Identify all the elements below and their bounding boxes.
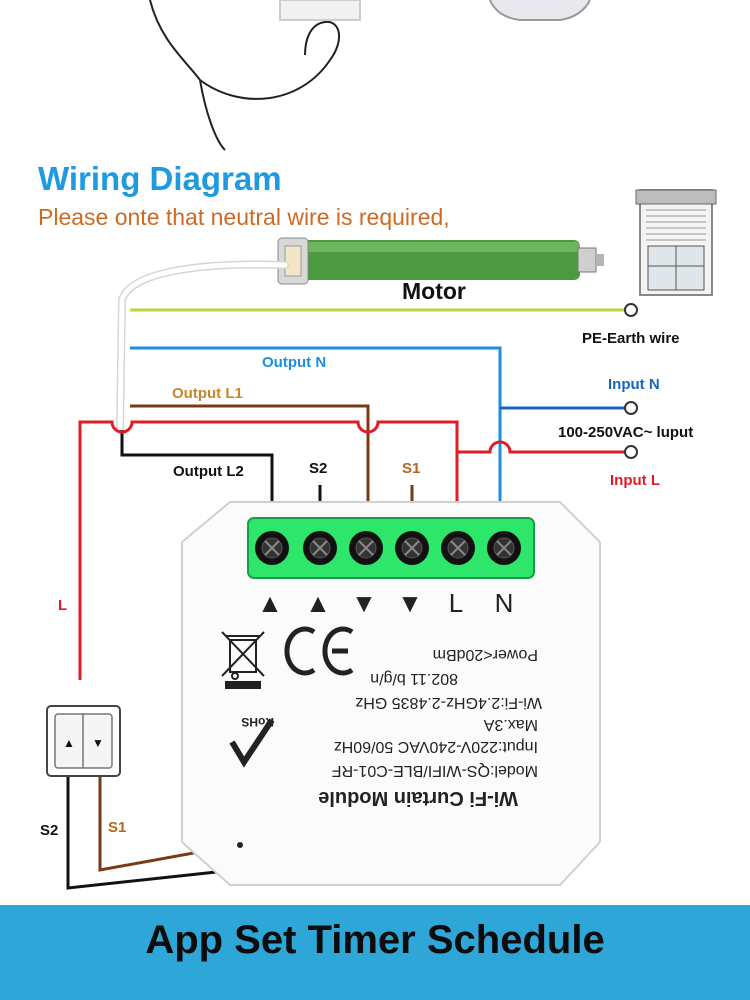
switch-down-button: ▼	[92, 736, 104, 750]
output-n-label: Output N	[262, 354, 326, 371]
banner-title: App Set Timer Schedule	[145, 918, 605, 962]
terminal-mark-1: ▲	[257, 588, 283, 618]
module-rohs-text: RoHS	[241, 715, 274, 729]
diagram-heading: Wiring Diagram	[38, 160, 282, 197]
rohs-check-icon	[229, 718, 275, 768]
pe-earth-label: PE-Earth wire	[582, 330, 680, 347]
wall-switch: ▲ ▼	[46, 705, 121, 777]
module-input-text: Input:220V-240VAC 50/60Hz	[334, 738, 538, 755]
motor-label: Motor	[402, 278, 466, 304]
motor-tube	[277, 237, 604, 285]
s2-switch-label: S2	[40, 822, 58, 839]
terminal-mark-4: ▼	[397, 588, 423, 618]
s1-switch-label: S1	[108, 819, 126, 836]
output-l1-label: Output L1	[172, 385, 243, 402]
module-max-text: Max.3A	[483, 716, 538, 733]
s1-top-label: S1	[402, 460, 420, 477]
neutral-wire-note: Please onte that neutral wire is require…	[38, 204, 450, 230]
input-n-label: Input N	[608, 376, 660, 393]
s2-top-label: S2	[309, 460, 327, 477]
switch-up-button: ▲	[63, 736, 75, 750]
hand-illustration	[149, 0, 591, 151]
line-l-label: L	[58, 597, 67, 614]
module-name-text: Wi-Fi Curtain Module	[318, 787, 518, 809]
window-shutter-icon	[635, 189, 717, 296]
weee-bin-icon	[221, 631, 265, 689]
module-model-text: Model:QS-WIFI/BLE-C01-RF	[332, 762, 538, 779]
module-power-text: Power<20dBm	[433, 646, 538, 663]
terminal-mark-3: ▼	[351, 588, 377, 618]
input-voltage-label: 100-250VAC~ luput	[558, 424, 693, 441]
module-standard-text: 802.11 b/g/n	[370, 670, 458, 687]
terminal-screws	[255, 531, 521, 565]
module-wifi-text: Wi-Fi:2.4GHz-2.4835 GHz	[355, 694, 542, 711]
input-l-label: Input L	[610, 472, 660, 489]
terminal-mark-N: N	[495, 588, 514, 618]
output-l2-label: Output L2	[173, 463, 244, 480]
module-body	[181, 501, 601, 886]
bottom-banner	[0, 905, 750, 1000]
ce-mark-icon	[284, 626, 354, 676]
terminal-mark-2: ▲	[305, 588, 331, 618]
terminal-mark-L: L	[449, 588, 463, 618]
